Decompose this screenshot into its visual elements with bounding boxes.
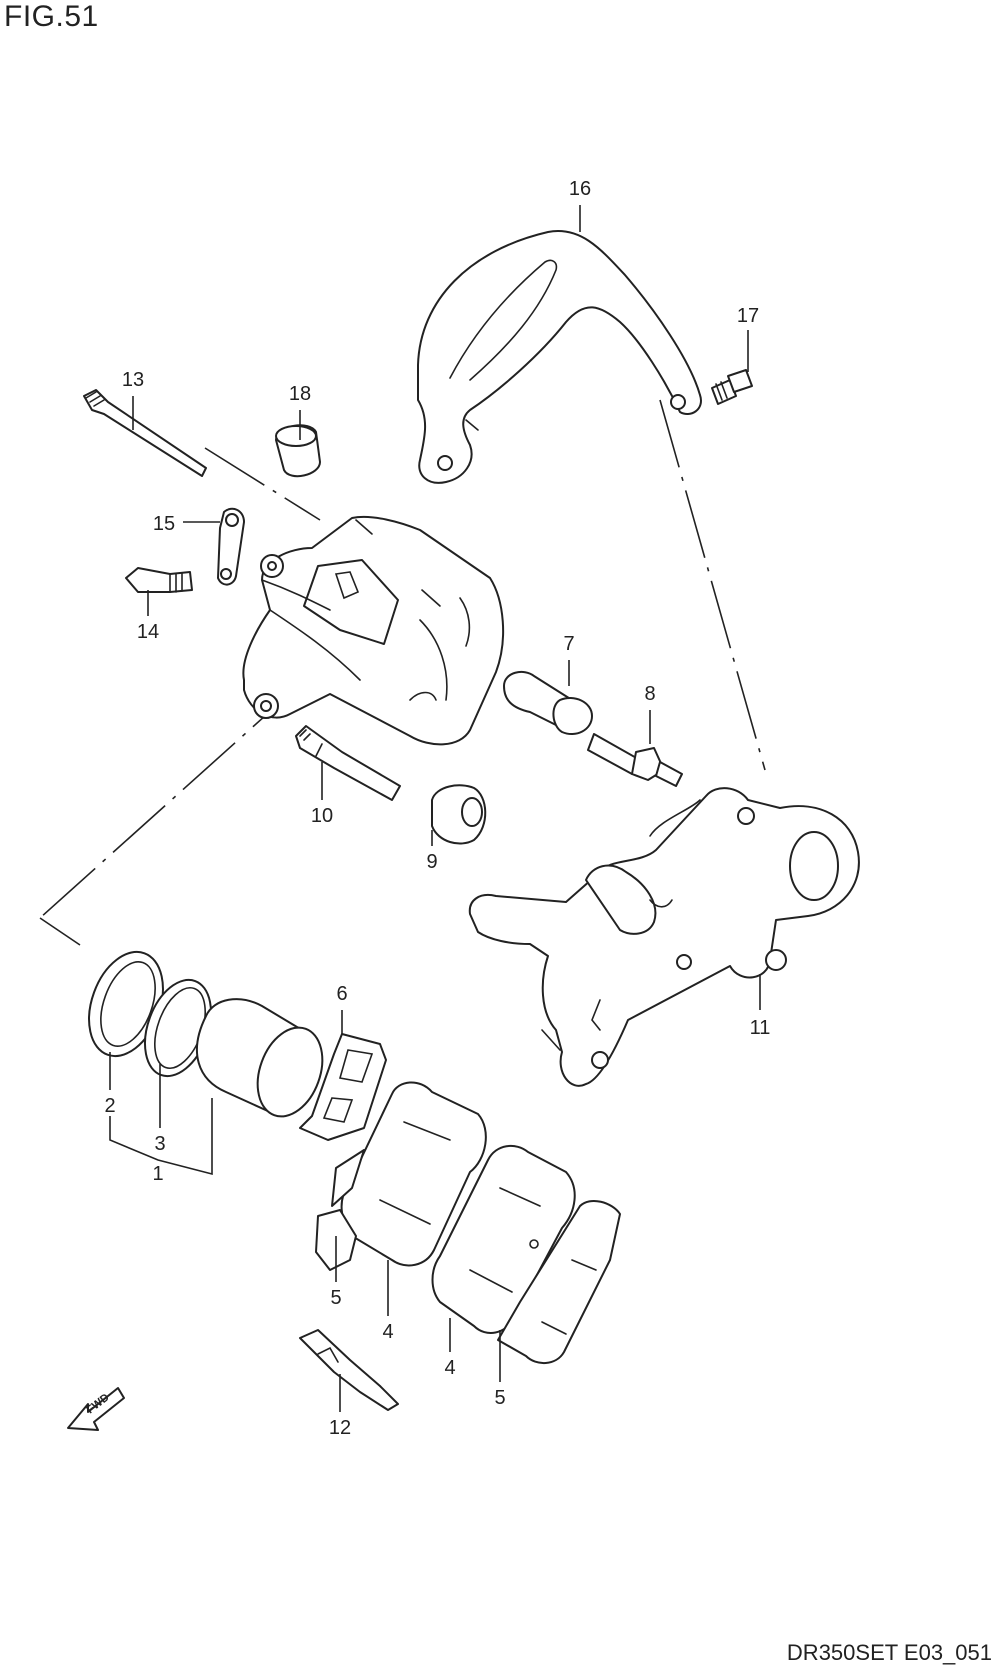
callout-4-outer: 4	[444, 1357, 455, 1379]
pad-retainer-part	[299, 1329, 399, 1411]
assembly-line-pin	[204, 447, 321, 521]
callout-2: 2	[104, 1095, 115, 1117]
callout-1: 1	[152, 1163, 163, 1185]
drawing-code: DR350SET E03_051	[786, 1640, 992, 1665]
brake-pad-inner-part	[331, 1081, 487, 1267]
caliper-bracket-part	[468, 787, 860, 1087]
assembly-line-bracket	[659, 399, 766, 771]
callout-14: 14	[137, 621, 159, 643]
callout-3: 3	[154, 1133, 165, 1155]
callout-4-inner: 4	[382, 1321, 393, 1343]
callout-12: 12	[329, 1417, 351, 1439]
callout-17: 17	[737, 305, 759, 327]
callout-9: 9	[426, 851, 437, 873]
leader-lines	[109, 205, 761, 1412]
assembly-line-piston	[39, 679, 306, 919]
callout-13: 13	[122, 369, 144, 391]
callout-11: 11	[750, 1017, 771, 1039]
assembly-line-piston-end	[39, 917, 81, 946]
callout-18: 18	[289, 383, 311, 405]
caliper-body-part	[242, 515, 505, 746]
grommet-part	[431, 784, 487, 845]
callout-6: 6	[336, 983, 347, 1005]
fwd-arrow-icon: FWD	[67, 1387, 125, 1431]
callout-labels: 1 2 3 4 4 5 5 6 7 8 9 10 11 12 13 14 15 …	[104, 178, 770, 1439]
callout-16: 16	[569, 178, 591, 200]
bushing-7-part	[503, 670, 593, 735]
shim-part	[299, 1033, 387, 1141]
callout-7: 7	[563, 633, 574, 655]
callout-8: 8	[644, 683, 655, 705]
pin-10-part	[295, 725, 401, 801]
callout-5-outer: 5	[494, 1387, 505, 1409]
slide-pin-part	[83, 389, 207, 477]
callout-5-inner: 5	[330, 1287, 341, 1309]
pad-spring-outer-part	[497, 1199, 621, 1364]
bolt-17-part	[711, 369, 753, 405]
figure-title: FIG.51	[4, 0, 99, 33]
callout-15: 15	[153, 513, 175, 535]
torque-link-part	[417, 230, 702, 484]
bolt-8-part	[587, 733, 683, 787]
bleeder-valve-part	[125, 567, 193, 593]
callout-10: 10	[311, 805, 333, 827]
cap-part	[275, 424, 321, 478]
piston-part	[195, 998, 324, 1118]
bleeder-cap-part	[217, 507, 245, 586]
